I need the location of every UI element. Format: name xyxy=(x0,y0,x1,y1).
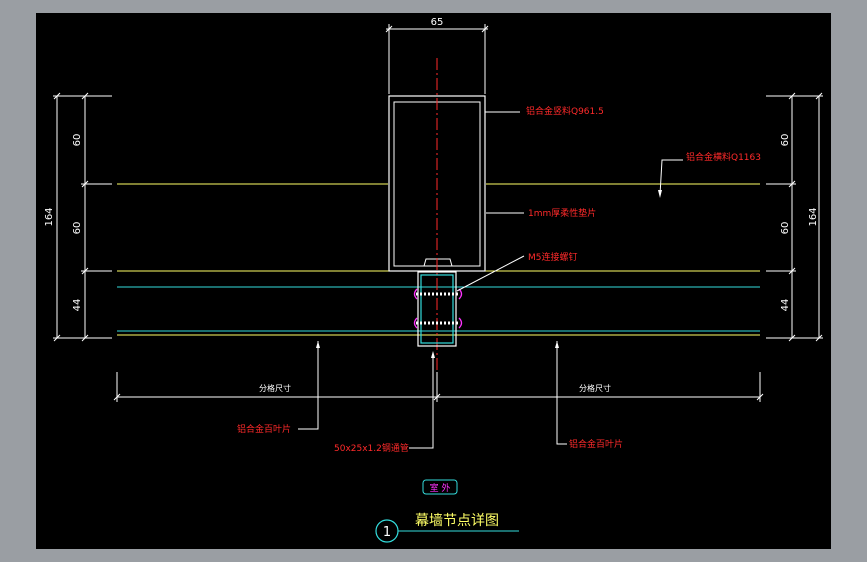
label-mullion: 铝合金竖料Q961.5 xyxy=(526,105,604,117)
label-right-spacing: 分格尺寸 xyxy=(579,383,611,393)
steel-tube xyxy=(417,271,457,347)
label-left-louver: 铝合金百叶片 xyxy=(237,423,291,435)
exterior-tag xyxy=(422,479,458,495)
dimension-bottom xyxy=(113,372,764,402)
dimension-right xyxy=(766,92,823,342)
label-pad: 1mm厚柔性垫片 xyxy=(528,207,596,219)
dimension-top xyxy=(385,24,489,94)
rivet-lower xyxy=(413,317,463,329)
dim-left-middle: 60 xyxy=(72,222,83,235)
title-number: 1 xyxy=(383,525,391,540)
leader-lines xyxy=(298,111,683,449)
label-steel-tube: 50x25x1.2钢通管 xyxy=(334,442,409,454)
label-transom: 铝合金横料Q1163 xyxy=(686,151,761,163)
label-rivet: M5连接螺钉 xyxy=(528,251,578,263)
dim-top-width: 65 xyxy=(431,17,444,28)
label-right-louver: 铝合金百叶片 xyxy=(569,438,623,450)
dimension-left xyxy=(53,92,112,342)
exterior-label: 室 外 xyxy=(430,482,451,494)
drawing-title: 幕墙节点详图 xyxy=(415,513,499,529)
dim-left-lower: 44 xyxy=(72,299,83,312)
dim-left-total: 164 xyxy=(44,207,55,226)
dim-right-middle: 60 xyxy=(780,222,791,235)
dim-right-lower: 44 xyxy=(780,299,791,312)
label-left-spacing: 分格尺寸 xyxy=(259,383,291,393)
dim-left-upper: 60 xyxy=(72,134,83,147)
dim-right-total: 164 xyxy=(808,207,819,226)
dim-right-upper: 60 xyxy=(780,134,791,147)
leader-arrows xyxy=(316,190,662,358)
drawing-area xyxy=(36,13,831,549)
